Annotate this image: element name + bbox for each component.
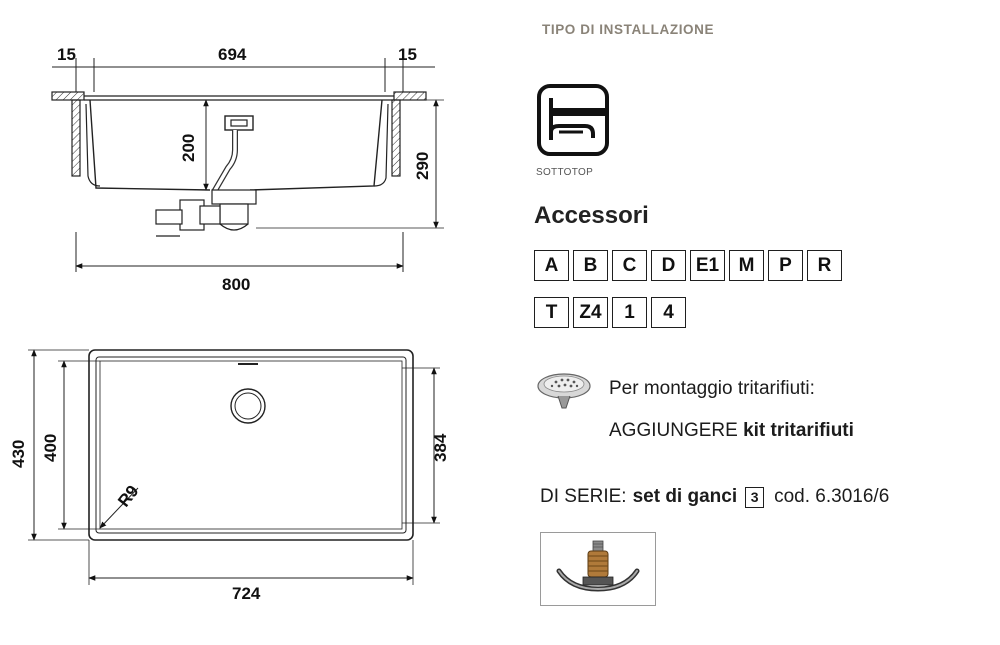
installation-heading: TIPO DI INSTALLAZIONE [542, 22, 715, 37]
grinder-kit-label: kit tritarifiuti [743, 420, 854, 441]
standard-prefix: DI SERIE: [540, 486, 627, 507]
accessory-code: A [534, 250, 569, 281]
dim-bowl-depth-plan: 384 [431, 433, 450, 462]
grinder-note-line-1: Per montaggio tritarifiuti: [609, 378, 815, 399]
accessory-code: D [651, 250, 686, 281]
accessory-code: R [807, 250, 842, 281]
dim-corner-radius: R9 [114, 482, 142, 511]
dim-drain-height: 200 [179, 134, 198, 162]
grinder-note-prefix: AGGIUNGERE [609, 420, 744, 441]
standard-equipment: DI SERIE: set di ganci 3 cod. 6.3016/6 [540, 486, 889, 508]
undermount-install-icon [537, 84, 609, 156]
accessories-row-1: A B C D E1 M P R [534, 250, 842, 281]
dim-top-width: 694 [218, 45, 247, 64]
mounting-hook-photo [540, 532, 656, 606]
waste-disposer-icon [537, 373, 591, 409]
dim-inner-depth-plan: 400 [41, 434, 60, 462]
accessory-code: Z4 [573, 297, 608, 328]
technical-drawing: 15 694 15 200 290 800 430 400 384 R9 724 [9, 45, 450, 603]
accessory-code: B [573, 250, 608, 281]
dim-overall-width-side: 800 [222, 275, 250, 294]
side-view [51, 58, 444, 272]
dim-overall-depth-plan: 430 [9, 440, 28, 468]
accessories-row-2: T Z4 1 4 [534, 297, 686, 328]
dim-top-right-flange: 15 [398, 45, 417, 64]
standard-item: set di ganci [632, 486, 738, 507]
grinder-note-line-2: AGGIUNGERE kit tritarifiuti [609, 420, 854, 442]
accessory-code: 1 [612, 297, 647, 328]
installation-label: SOTTOTOP [536, 167, 594, 178]
accessory-code: E1 [690, 250, 725, 281]
accessory-code: T [534, 297, 569, 328]
accessory-code: 4 [651, 297, 686, 328]
dim-top-left-flange: 15 [57, 45, 76, 64]
standard-code: cod. 6.3016/6 [774, 486, 890, 507]
accessory-code: M [729, 250, 764, 281]
plan-view [28, 349, 440, 585]
accessories-title: Accessori [534, 202, 649, 229]
dim-depth: 290 [413, 152, 432, 180]
dim-overall-width-plan: 724 [232, 584, 261, 603]
accessory-code: P [768, 250, 803, 281]
accessory-code: C [612, 250, 647, 281]
standard-ref: 3 [745, 486, 765, 508]
